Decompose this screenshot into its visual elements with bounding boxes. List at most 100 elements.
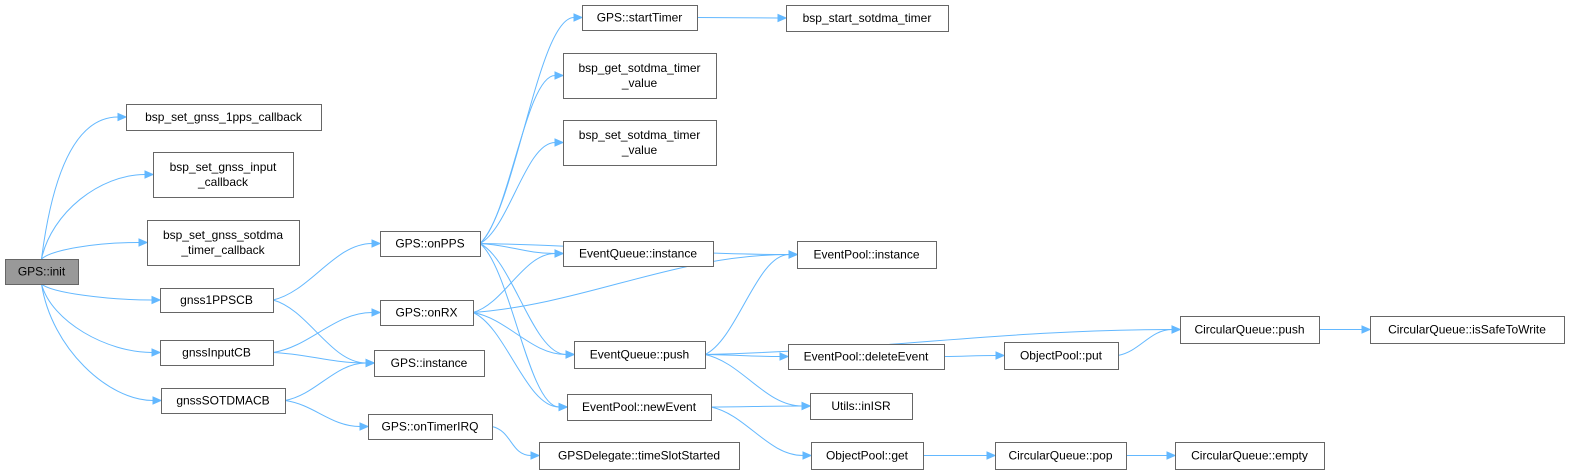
- edge-eqpush-to-epdelete: [704, 352, 790, 361]
- arrowhead: [530, 451, 541, 460]
- node-label: ObjectPool::put: [1020, 349, 1103, 363]
- node-eqinstance[interactable]: EventQueue::instance: [563, 241, 714, 267]
- node-label: bsp_set_gnss_input: [170, 160, 277, 174]
- edge-gnsssotdma-to-ontimer: [284, 400, 370, 431]
- node-label: CircularQueue::empty: [1191, 449, 1308, 463]
- node-epdelete[interactable]: EventPool::deleteEvent: [788, 344, 945, 370]
- node-cqempty[interactable]: CircularQueue::empty: [1175, 442, 1325, 470]
- node-box: [160, 340, 274, 366]
- edge-line: [704, 354, 781, 357]
- edge-ontimer-to-gpsdelegate: [491, 426, 541, 460]
- arrowhead: [365, 358, 376, 368]
- node-gpsinstance[interactable]: GPS::instance: [374, 350, 485, 377]
- node-label: CircularQueue::push: [1194, 323, 1304, 337]
- arrowhead: [144, 170, 155, 179]
- edge-onpps-to-bspsettimer: [479, 138, 565, 244]
- arrowhead: [801, 401, 812, 411]
- edge-epnew-to-opget: [710, 406, 813, 460]
- node-label: CircularQueue::isSafeToWrite: [1388, 323, 1546, 337]
- node-bsp1pps[interactable]: bsp_set_gnss_1pps_callback: [126, 104, 322, 131]
- edge-onpps-to-bspgettimer: [479, 71, 565, 244]
- node-opput[interactable]: ObjectPool::put: [1004, 342, 1119, 370]
- edge-line: [491, 426, 532, 456]
- node-epnew[interactable]: EventPool::newEvent: [567, 394, 712, 421]
- node-box: [539, 442, 740, 470]
- edge-init-to-bspsotdma: [41, 238, 149, 260]
- node-box: [563, 53, 717, 99]
- node-starttimer[interactable]: GPS::startTimer: [582, 5, 698, 31]
- node-gpsdelegate[interactable]: GPSDelegate::timeSlotStarted: [539, 442, 740, 470]
- node-box: [786, 5, 949, 32]
- node-init[interactable]: GPS::init: [5, 259, 79, 285]
- edge-line: [41, 116, 119, 260]
- node-gnssinput[interactable]: gnssInputCB: [160, 340, 274, 366]
- arrowhead: [1166, 451, 1177, 460]
- node-bspsettimer[interactable]: bsp_set_sotdma_timer_value: [563, 120, 717, 166]
- node-bspgettimer[interactable]: bsp_get_sotdma_timer_value: [563, 53, 717, 99]
- edge-line: [272, 352, 367, 364]
- edge-epdelete-to-opput: [943, 351, 1006, 360]
- node-gnss1pps[interactable]: gnss1PPSCB: [160, 288, 274, 313]
- node-label: bsp_get_sotdma_timer: [578, 61, 700, 75]
- edge-line: [479, 75, 556, 244]
- arrowhead: [558, 402, 569, 412]
- node-opget[interactable]: ObjectPool::get: [811, 442, 924, 470]
- node-box: [1175, 442, 1325, 470]
- node-cqsafe[interactable]: CircularQueue::isSafeToWrite: [1370, 316, 1565, 344]
- node-eqpush[interactable]: EventQueue::push: [574, 341, 706, 369]
- edge-init-to-gnsssotdma: [41, 283, 163, 405]
- node-box: [995, 442, 1127, 470]
- edge-line: [272, 312, 373, 353]
- edge-line: [479, 243, 560, 408]
- arrowhead: [554, 249, 565, 258]
- edge-line: [943, 355, 997, 357]
- edge-init-to-gnss1pps: [41, 283, 162, 305]
- edge-gnss1pps-to-gpsinstance: [272, 299, 376, 368]
- arrowhead: [117, 112, 128, 122]
- arrowhead: [138, 238, 149, 247]
- node-label: gnssInputCB: [182, 346, 251, 360]
- node-epinstance[interactable]: EventPool::instance: [797, 241, 937, 269]
- node-box: [563, 120, 717, 166]
- node-onrx[interactable]: GPS::onRX: [380, 300, 474, 326]
- edge-line: [272, 299, 367, 364]
- edge-line: [479, 142, 556, 244]
- node-label: EventPool::deleteEvent: [804, 350, 929, 364]
- node-box: [380, 300, 474, 326]
- node-box: [153, 152, 294, 198]
- node-bspsotdma[interactable]: bsp_set_gnss_sotdma_timer_callback: [147, 220, 300, 266]
- node-bspstart[interactable]: bsp_start_sotdma_timer: [786, 5, 949, 32]
- edge-line: [472, 312, 567, 355]
- node-label: GPSDelegate::timeSlotStarted: [558, 449, 720, 463]
- edge-opput-to-cqpush: [1117, 325, 1182, 356]
- node-box: [126, 104, 322, 131]
- edge-gnss1pps-to-onpps: [272, 239, 382, 301]
- node-gnsssotdma[interactable]: gnssSOTDMACB: [161, 388, 286, 414]
- edge-line: [472, 254, 790, 313]
- node-ontimer[interactable]: GPS::onTimerIRQ: [368, 414, 493, 440]
- node-bspinput[interactable]: bsp_set_gnss_input_callback: [153, 152, 294, 198]
- node-label: EventQueue::instance: [579, 247, 697, 261]
- node-utils[interactable]: Utils::inISR: [810, 393, 913, 420]
- edge-gnsssotdma-to-gpsinstance: [284, 358, 376, 401]
- node-label: CircularQueue::pop: [1008, 449, 1112, 463]
- node-box: [567, 394, 712, 421]
- arrowhead: [802, 451, 813, 460]
- edge-line: [710, 406, 804, 456]
- node-cqpush[interactable]: CircularQueue::push: [1180, 316, 1320, 344]
- edge-onrx-to-eqinstance: [472, 249, 565, 313]
- arrowhead: [1361, 325, 1372, 334]
- arrowhead: [152, 396, 163, 405]
- node-label: EventPool::instance: [813, 248, 919, 262]
- arrowhead: [554, 138, 565, 147]
- edge-line: [41, 242, 140, 260]
- node-box: [582, 5, 698, 31]
- node-cqpop[interactable]: CircularQueue::pop: [995, 442, 1127, 470]
- edge-epnew-to-utils: [710, 401, 812, 411]
- node-box: [368, 414, 493, 440]
- arrowhead: [779, 352, 790, 361]
- node-onpps[interactable]: GPS::onPPS: [380, 231, 481, 257]
- node-box: [1004, 342, 1119, 370]
- node-label: gnssSOTDMACB: [176, 394, 269, 408]
